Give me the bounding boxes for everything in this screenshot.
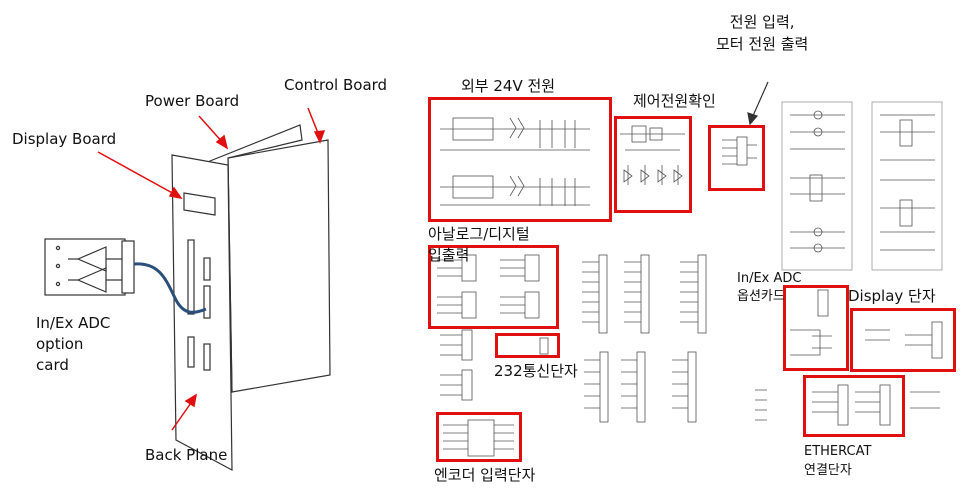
schematic-sketch <box>437 101 943 457</box>
highlight-adc-option-card <box>783 285 849 371</box>
power-input-circuit <box>722 136 757 166</box>
display-board-panel <box>171 154 233 472</box>
adc-cable <box>133 262 207 314</box>
power-check-circuit <box>620 125 685 185</box>
connector-slot <box>187 239 195 315</box>
io-circuit <box>437 254 540 319</box>
highlight-analog-digital-io <box>428 245 559 329</box>
adc-option-card <box>44 238 135 296</box>
adc-option-card-label: In/Ex ADC option card <box>36 314 111 374</box>
power-circuit <box>440 117 590 206</box>
label-arrows <box>97 107 326 431</box>
rs232-terminal-label: 232통신단자 <box>494 362 578 380</box>
analog-digital-io-label: 아날로그/디지털 입출력 <box>428 225 530 264</box>
highlight-control-power-check <box>614 116 692 213</box>
control-board <box>227 139 331 393</box>
connector-slot <box>203 343 211 371</box>
power-input-arrow <box>747 81 769 126</box>
ethercat-terminal-label: ETHERCAT 연결단자 <box>804 444 872 478</box>
connector-slot <box>203 285 211 319</box>
connector-columns <box>582 254 767 423</box>
connector-slot <box>203 257 211 281</box>
sheet-circuit <box>790 110 935 253</box>
highlight-encoder-input <box>436 412 522 462</box>
highlight-external-24v-power <box>428 97 612 222</box>
display-board-label: Display Board <box>12 130 117 148</box>
right-lower-circuit <box>790 289 943 426</box>
external-24v-power-label: 외부 24V 전원 <box>461 77 556 95</box>
encoder-circuit <box>443 419 514 457</box>
display-terminal-label: Display 단자 <box>848 287 936 305</box>
display-window <box>183 192 216 216</box>
power-input-motor-output-label: 전원 입력, 모터 전원 출력 <box>716 13 809 53</box>
highlight-power-input <box>708 125 765 191</box>
highlight-232-terminal <box>495 333 560 358</box>
highlight-ethercat-terminal <box>803 375 905 437</box>
power-board-label: Power Board <box>145 92 240 110</box>
schematic-sheet <box>871 101 943 271</box>
back-plane-label: Back Plane <box>145 446 228 464</box>
connector-slot <box>187 336 195 368</box>
adc-option-card-schematic-label: In/Ex ADC 옵션카드 <box>737 271 802 304</box>
lower-left-circuit <box>440 329 549 401</box>
encoder-input-terminal-label: 엔코더 입력단자 <box>434 466 536 484</box>
highlight-display-terminal <box>850 308 956 372</box>
schematic-sheet <box>781 101 853 271</box>
control-board-label: Control Board <box>284 76 388 94</box>
board-assembly <box>171 124 331 472</box>
control-power-check-label: 제어전원확인 <box>633 92 716 110</box>
